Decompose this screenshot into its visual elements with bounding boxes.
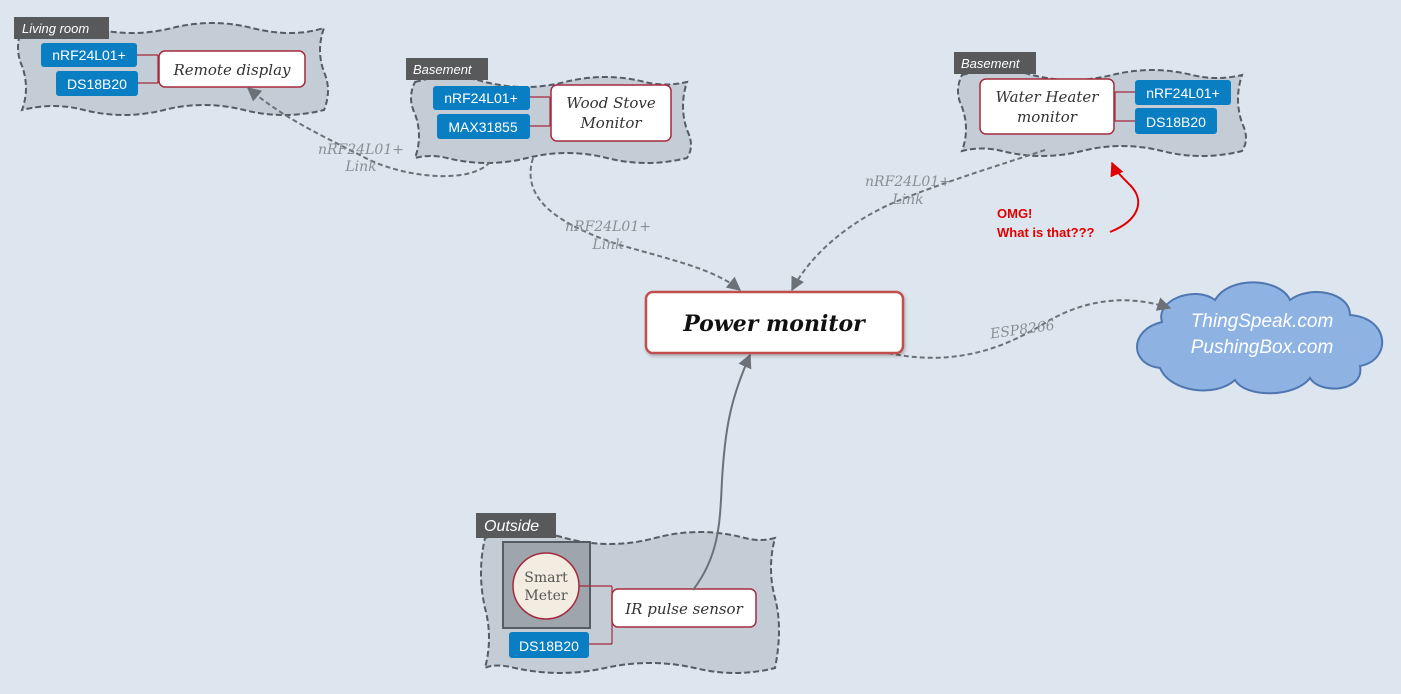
smart-meter-label: Smart <box>524 570 568 586</box>
svg-text:nRF24L01+: nRF24L01+ <box>1146 85 1220 101</box>
node-wood-stove-monitor[interactable]: Wood Stove Monitor <box>550 84 672 142</box>
group-basement-stove-label-bg <box>406 58 488 80</box>
link-stove-to-display: nRF24L01+ Link <box>246 87 491 178</box>
group-outside-label-bg <box>476 513 556 538</box>
chip-ds18b20-heater: DS18B20 <box>1135 108 1217 134</box>
svg-text:DS18B20: DS18B20 <box>1146 114 1206 130</box>
link-label-display-1: nRF24L01+ <box>318 142 404 158</box>
group-basement-stove: Basement nRF24L01+ MAX31855 Wood Stove M… <box>406 58 692 164</box>
group-living-room-label-bg <box>14 17 109 39</box>
cloud-line-2: PushingBox.com <box>1191 337 1334 358</box>
cloud-line-1: ThingSpeak.com <box>1191 311 1334 332</box>
chip-ds18b20-outside: DS18B20 <box>509 632 589 658</box>
svg-text:Water Heater: Water Heater <box>996 88 1100 106</box>
chip-nrf24l01-living: nRF24L01+ <box>41 43 137 67</box>
svg-text:Wood Stove: Wood Stove <box>566 94 656 112</box>
link-label-esp8266: ESP8266 <box>988 318 1056 343</box>
link-ir-to-power <box>692 353 752 591</box>
annotation-line-1: OMG! <box>997 206 1032 221</box>
group-outside: Outside Smart Meter IR pulse sensor DS18… <box>476 513 780 674</box>
link-power-to-cloud: ESP8266 <box>887 297 1172 359</box>
svg-text:nRF24L01+: nRF24L01+ <box>52 47 126 63</box>
chip-max31855-stove: MAX31855 <box>437 114 530 139</box>
node-ir-pulse-sensor[interactable]: IR pulse sensor <box>611 588 757 628</box>
link-stove-to-power: nRF24L01+ Link <box>529 157 742 291</box>
link-heater-to-power: nRF24L01+ Link <box>791 149 1046 292</box>
group-living-room: Living room nRF24L01+ DS18B20 Remote dis… <box>14 17 329 116</box>
svg-text:DS18B20: DS18B20 <box>519 638 579 654</box>
node-water-heater-monitor[interactable]: Water Heater monitor <box>979 78 1115 135</box>
power-monitor-label: Power monitor <box>682 311 866 337</box>
link-label-display-2: Link <box>344 159 376 175</box>
svg-text:Meter: Meter <box>524 588 568 604</box>
smart-meter-housing: Smart Meter <box>502 541 591 629</box>
chip-ds18b20-living: DS18B20 <box>56 71 138 96</box>
svg-text:Remote display: Remote display <box>172 61 291 79</box>
group-basement-heater-label: Basement <box>961 56 1021 71</box>
cloud-services: ThingSpeak.com PushingBox.com <box>1136 281 1384 395</box>
node-power-monitor[interactable]: Power monitor <box>644 290 905 355</box>
svg-text:DS18B20: DS18B20 <box>67 76 127 92</box>
annotation-line-2: What is that??? <box>997 225 1095 240</box>
chip-nrf24l01-heater: nRF24L01+ <box>1135 80 1231 105</box>
svg-text:monitor: monitor <box>1017 108 1078 126</box>
annotation-omg: OMG! What is that??? <box>997 161 1140 240</box>
svg-text:Monitor: Monitor <box>579 114 642 132</box>
group-living-room-label: Living room <box>22 21 89 36</box>
group-outside-label: Outside <box>484 518 539 535</box>
group-basement-heater: Basement Water Heater monitor nRF24L01+ … <box>954 52 1247 157</box>
link-label-heater-1: nRF24L01+ <box>865 174 951 190</box>
svg-text:IR pulse sensor: IR pulse sensor <box>624 600 743 618</box>
group-basement-stove-label: Basement <box>413 62 473 77</box>
link-label-stove-1: nRF24L01+ <box>565 219 651 235</box>
svg-text:MAX31855: MAX31855 <box>448 119 517 135</box>
link-label-stove-2: Link <box>591 237 623 253</box>
group-basement-heater-label-bg <box>954 52 1036 74</box>
chip-nrf24l01-stove: nRF24L01+ <box>433 86 530 110</box>
node-remote-display[interactable]: Remote display <box>158 50 306 88</box>
svg-text:nRF24L01+: nRF24L01+ <box>444 90 518 106</box>
link-label-heater-2: Link <box>891 192 923 208</box>
